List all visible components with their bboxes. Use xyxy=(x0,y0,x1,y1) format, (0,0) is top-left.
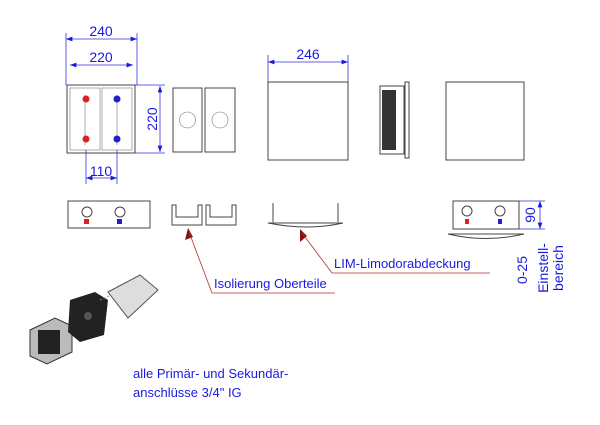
note-line-1: alle Primär- und Sekundär- xyxy=(133,366,288,381)
dimension-246: 246 xyxy=(267,46,349,82)
svg-text:110: 110 xyxy=(90,163,113,179)
svg-text:240: 240 xyxy=(89,23,113,39)
svg-text:Einstell-: Einstell- xyxy=(535,243,551,293)
insulation-section-view xyxy=(171,204,237,226)
cover-leader: LIM-Limodorabdeckung xyxy=(300,229,490,274)
side-view xyxy=(379,81,410,159)
front-view-box xyxy=(66,84,136,154)
cold-valve-icon xyxy=(113,135,121,143)
svg-text:bereich: bereich xyxy=(550,245,566,291)
svg-text:Isolierung Oberteile: Isolierung Oberteile xyxy=(214,276,327,291)
svg-text:90: 90 xyxy=(522,207,538,223)
cover-section-view xyxy=(267,203,344,228)
dimension-90: 90 xyxy=(519,200,545,230)
cover-front-view-right xyxy=(445,81,525,161)
cover-front-view xyxy=(267,81,349,161)
dimension-220-width: 220 xyxy=(70,49,133,68)
insulation-leader: Isolierung Oberteile xyxy=(185,228,335,294)
svg-text:220: 220 xyxy=(144,107,160,131)
svg-text:246: 246 xyxy=(296,46,320,62)
exploded-3d-view xyxy=(29,274,159,365)
svg-text:220: 220 xyxy=(89,49,113,65)
dimension-240: 240 xyxy=(65,23,138,85)
svg-text:0-25: 0-25 xyxy=(514,256,530,284)
dimension-220-height: 220 xyxy=(135,84,165,154)
adjustment-range: 0-25 Einstell- bereich xyxy=(514,243,566,293)
assembled-section-view xyxy=(447,200,525,239)
hot-valve-icon xyxy=(82,135,90,143)
cold-valve-icon xyxy=(113,95,121,103)
front-section-view xyxy=(67,200,151,229)
insulation-top-view xyxy=(172,87,236,153)
dimension-110: 110 xyxy=(85,150,118,184)
hot-valve-icon xyxy=(82,95,90,103)
svg-text:LIM-Limodorabdeckung: LIM-Limodorabdeckung xyxy=(334,256,471,271)
note-line-2: anschlüsse 3/4" IG xyxy=(133,385,242,400)
